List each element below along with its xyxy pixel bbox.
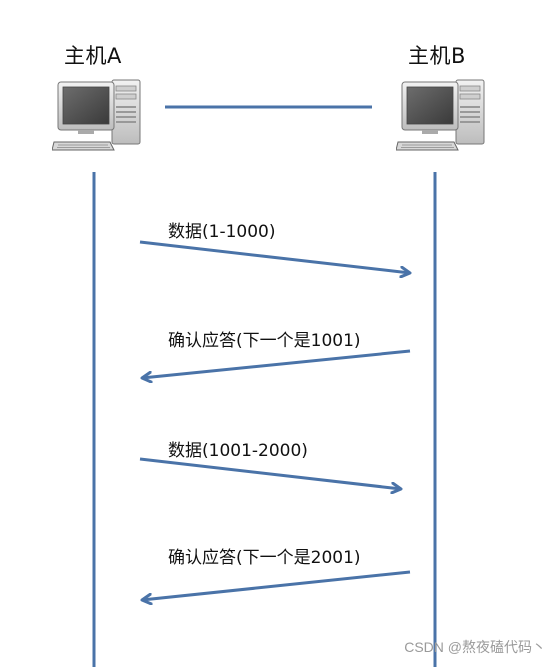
host-a-label: 主机A	[64, 44, 122, 68]
message-label-1: 数据(1-1000)	[168, 222, 276, 242]
host-b-label: 主机B	[408, 44, 466, 68]
host-a-computer-icon	[52, 79, 141, 151]
message-arrow-2	[142, 349, 411, 378]
message-label-3: 数据(1001-2000)	[168, 441, 308, 461]
message-arrow-3	[139, 457, 401, 489]
message-label-2: 确认应答(下一个是1001)	[168, 331, 361, 351]
watermark: CSDN @熬夜磕代码丶	[404, 639, 546, 655]
message-arrow-1	[139, 240, 410, 273]
host-b-computer-icon	[396, 79, 485, 151]
message-label-4: 确认应答(下一个是2001)	[168, 548, 361, 568]
message-arrow-4	[142, 570, 411, 600]
